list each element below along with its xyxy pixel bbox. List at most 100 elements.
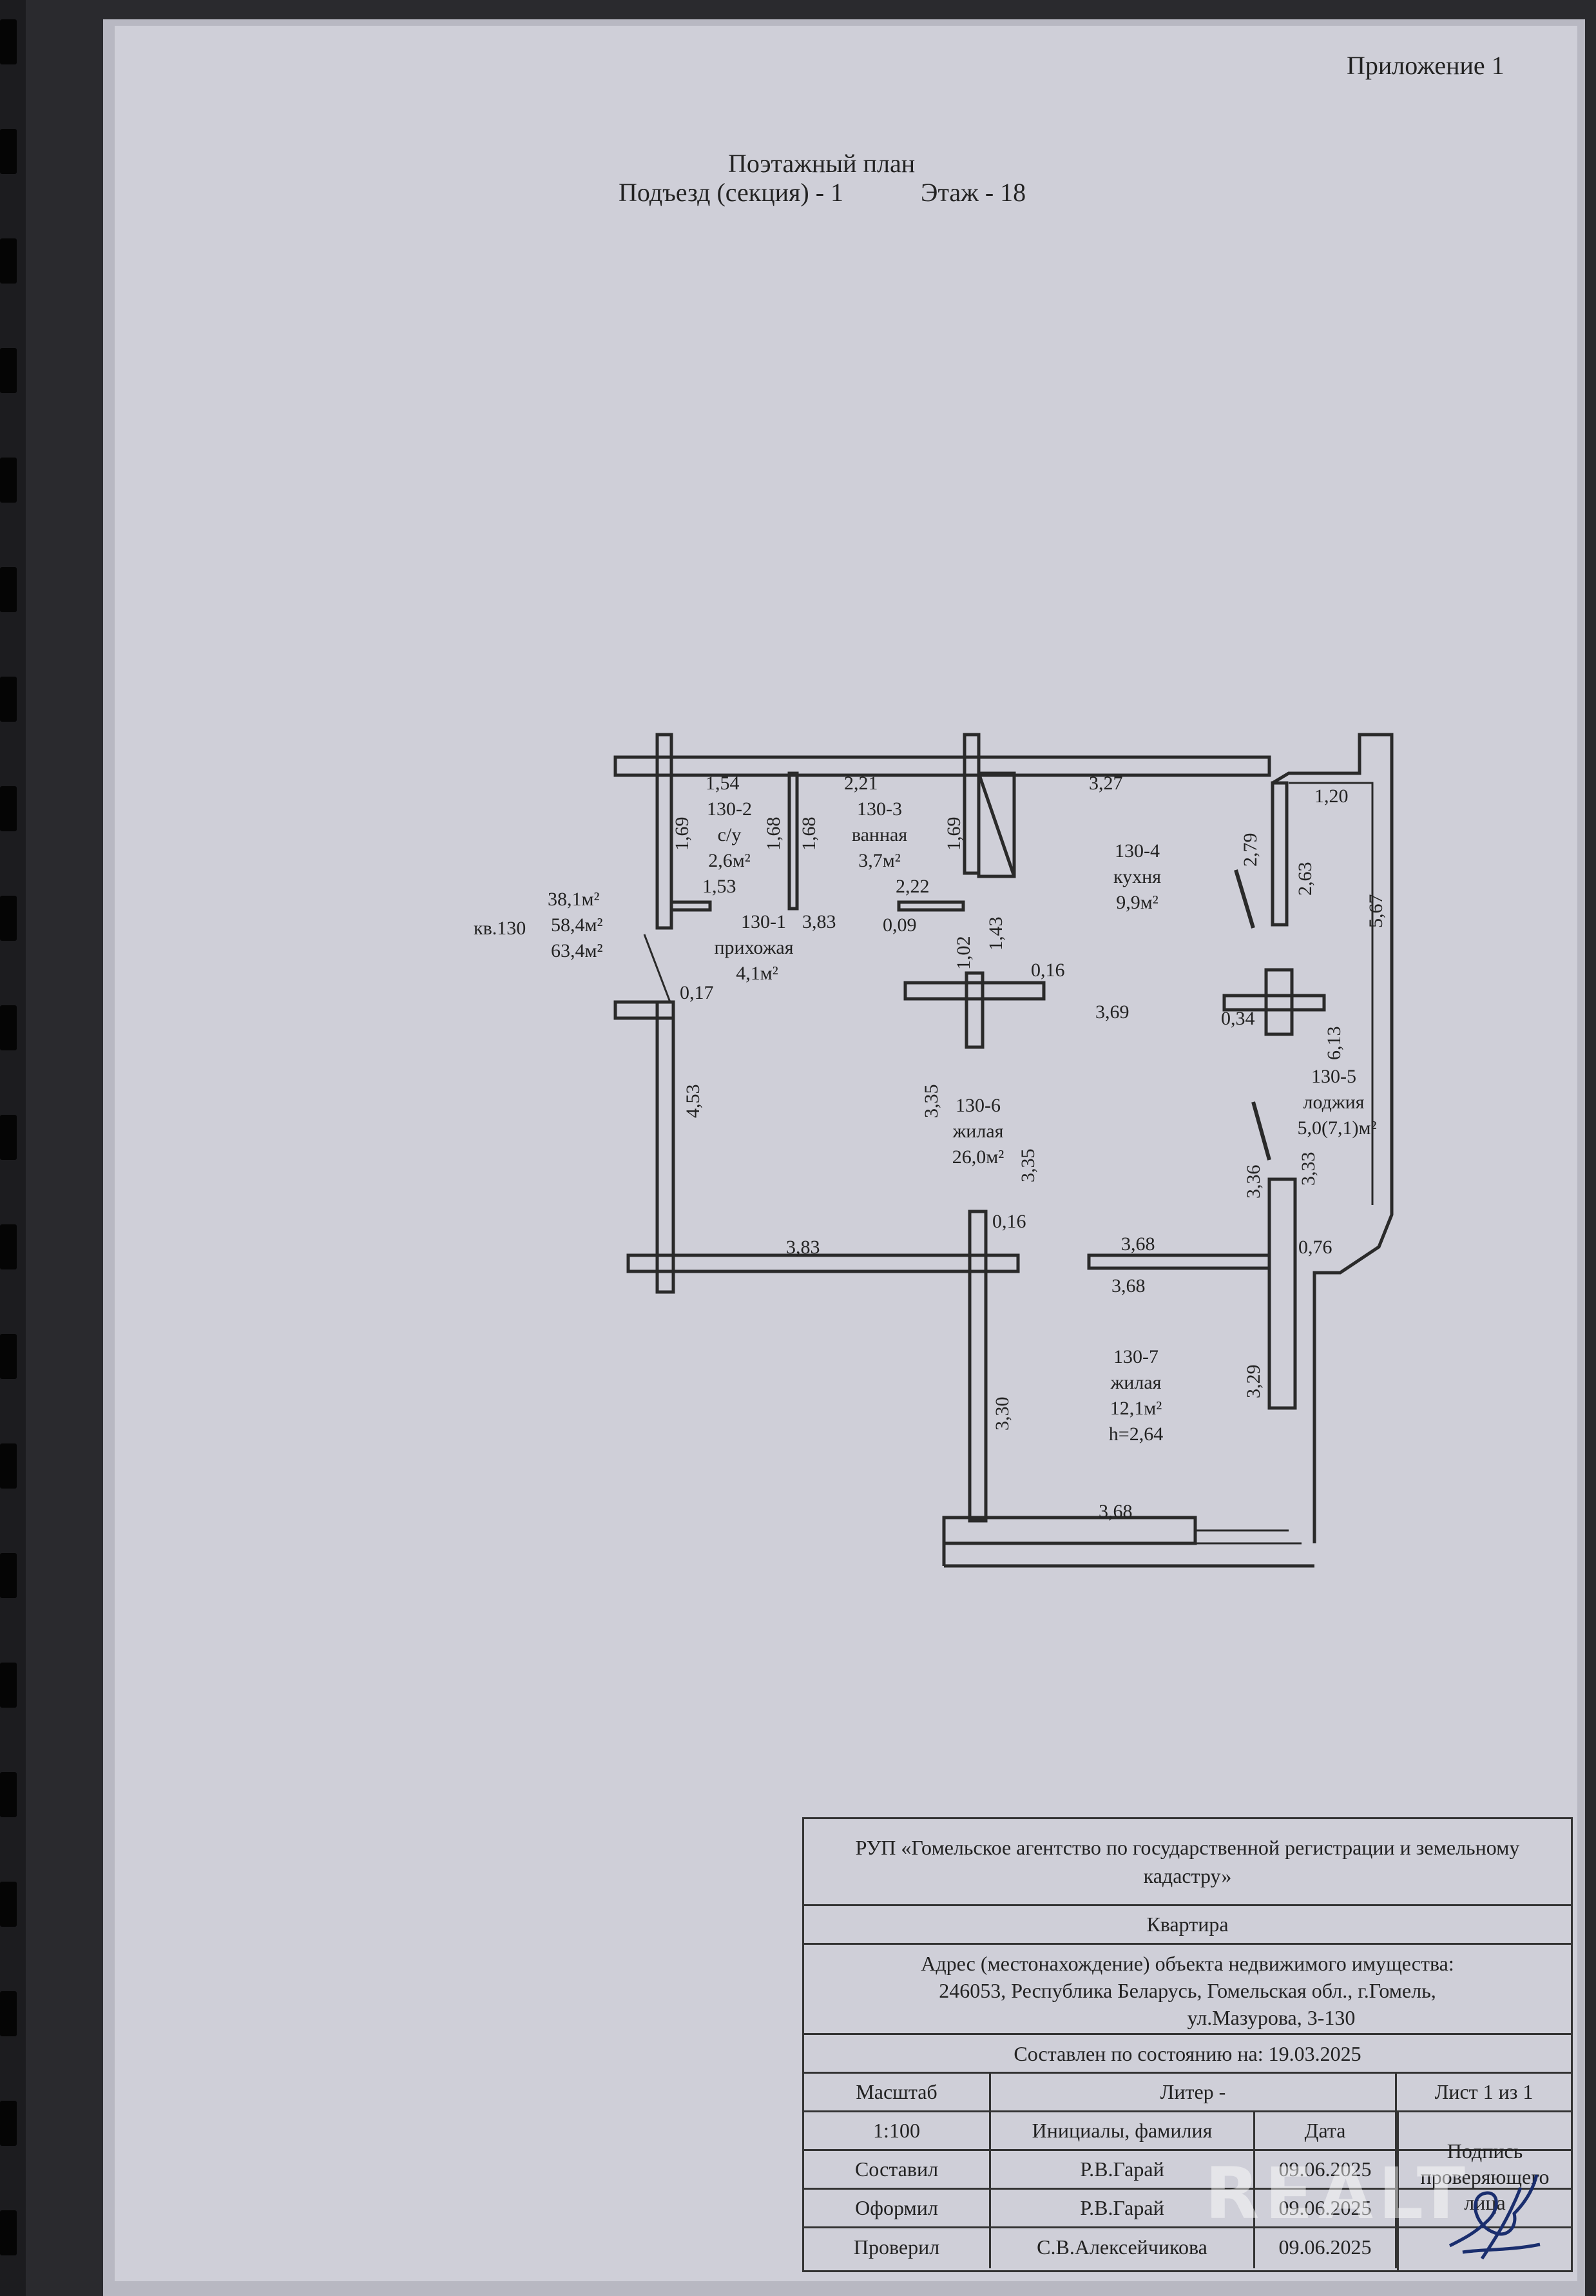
- room7-top-wall: [1087, 1253, 1271, 1270]
- room-3-area: 3,7м²: [858, 850, 900, 871]
- binder-ring: [0, 1991, 17, 2036]
- apartment-area-total: 58,4м²: [551, 914, 602, 936]
- wc-partition: [787, 771, 799, 911]
- dim-1-68-a: 1,68: [763, 817, 784, 851]
- dim-3-83-b: 3,83: [786, 1237, 820, 1258]
- apartment-label: кв.130: [474, 918, 526, 939]
- state-row: Составлен по состоянию на: 19.03.2025: [804, 2035, 1571, 2074]
- signer-row: Оформил Р.В.Гарай 09.06.2025: [804, 2190, 1571, 2228]
- dim-0-34: 0,34: [1221, 1008, 1255, 1029]
- binder-ring: [0, 677, 17, 722]
- room-7-height: h=2,64: [1109, 1423, 1163, 1445]
- loggia-outline: [1271, 733, 1394, 1543]
- dim-2-63: 2,63: [1294, 862, 1316, 896]
- binder-ring: [0, 1882, 17, 1927]
- dim-3-33: 3,33: [1298, 1152, 1319, 1186]
- signature-cell: Подпись проверяющего лица: [1397, 2112, 1571, 2270]
- scale-label: Масштаб: [804, 2074, 991, 2110]
- binder-ring: [0, 348, 17, 393]
- dim-1-68-b: 1,68: [798, 817, 820, 851]
- left-wall-lower: [655, 1000, 675, 1294]
- dim-1-43: 1,43: [985, 917, 1006, 951]
- entrance-label: Подъезд (секция) - 1: [619, 178, 844, 207]
- address-row: Адрес (местонахождение) объекта недвижим…: [804, 1945, 1571, 2035]
- scale-value: 1:100: [804, 2112, 991, 2149]
- dim-2-21: 2,21: [844, 773, 878, 794]
- dim-3-68-b: 3,68: [1111, 1275, 1146, 1297]
- room-2-id: 130-2: [707, 798, 752, 820]
- room-4-id: 130-4: [1115, 840, 1160, 862]
- dim-3-68-a: 3,68: [1121, 1233, 1155, 1255]
- dim-0-17: 0,17: [680, 982, 714, 1003]
- signer-name: Р.В.Гарай: [991, 2151, 1255, 2188]
- central-column: [965, 971, 985, 1049]
- address-line-1: 246053, Республика Беларусь, Гомельская …: [939, 1979, 1436, 2002]
- organization-name: РУП «Гомельское агентство по государстве…: [855, 1836, 1520, 1887]
- dim-0-16-a: 0,16: [1031, 960, 1065, 981]
- title-block: РУП «Гомельское агентство по государстве…: [802, 1817, 1573, 2272]
- initials-header: Инициалы, фамилия: [991, 2112, 1255, 2149]
- room-1-area: 4,1м²: [736, 963, 778, 984]
- object-type: Квартира: [1146, 1913, 1229, 1936]
- dim-2-79: 2,79: [1240, 833, 1261, 867]
- dim-3-30: 3,30: [992, 1397, 1013, 1431]
- dim-3-29: 3,29: [1243, 1365, 1264, 1399]
- dim-3-69: 3,69: [1095, 1001, 1130, 1023]
- room-2-name: с/у: [718, 824, 742, 845]
- bath-wall: [897, 900, 965, 912]
- signature-mark: [1448, 2174, 1541, 2260]
- binder-ring: [0, 1553, 17, 1598]
- dim-0-09: 0,09: [883, 914, 917, 936]
- signer-name: Р.В.Гарай: [991, 2190, 1255, 2226]
- dim-4-53: 4,53: [682, 1085, 704, 1119]
- room-7-id: 130-7: [1113, 1346, 1159, 1367]
- top-wall: [613, 755, 1271, 777]
- dim-0-16-b: 0,16: [992, 1211, 1026, 1232]
- scale-row: Масштаб Литер - Лист 1 из 1: [804, 2074, 1571, 2112]
- signer-role: Составил: [804, 2151, 991, 2188]
- signer-row: Проверил С.В.Алексейчикова 09.06.2025: [804, 2228, 1571, 2268]
- room-6-id: 130-6: [956, 1095, 1001, 1116]
- binder-ring: [0, 1005, 17, 1050]
- binder-ring: [0, 1224, 17, 1269]
- appendix-label: Приложение 1: [1347, 51, 1505, 80]
- room-4-name: кухня: [1113, 866, 1161, 887]
- binder-ring: [0, 1115, 17, 1160]
- room-4-area: 9,9м²: [1116, 892, 1158, 913]
- address-line-2: ул.Мазурова, 3-130: [1187, 2006, 1356, 2029]
- dim-5-67: 5,67: [1365, 894, 1387, 929]
- apartment-area-living: 38,1м²: [548, 889, 599, 910]
- living-bottom-wall: [626, 1253, 1020, 1273]
- binder-ring: [0, 1772, 17, 1817]
- room-7-name: жилая: [1110, 1372, 1162, 1393]
- kitchen-right-wall-upper: [1271, 781, 1289, 927]
- organization-row: РУП «Гомельское агентство по государстве…: [804, 1819, 1571, 1906]
- binder-ring: [0, 458, 17, 503]
- binder-ring: [0, 1663, 17, 1708]
- ventilation-shaft: [977, 771, 1016, 878]
- room-5-id: 130-5: [1311, 1066, 1356, 1087]
- room-6-name: жилая: [952, 1121, 1004, 1142]
- signer-role: Оформил: [804, 2190, 991, 2226]
- state-as-of: Составлен по состоянию на: 19.03.2025: [1014, 2042, 1361, 2065]
- bath-right-wall: [963, 733, 981, 875]
- dim-3-83-a: 3,83: [802, 911, 836, 932]
- signature-label: Подпись проверяющего лица: [1420, 2139, 1550, 2214]
- room-5-name: лоджия: [1303, 1092, 1365, 1113]
- dim-1-02: 1,02: [953, 936, 974, 970]
- liter-label: Литер -: [991, 2074, 1397, 2110]
- binder-ring: [0, 19, 17, 64]
- signer-date: 09.06.2025: [1255, 2228, 1397, 2268]
- dim-0-76: 0,76: [1298, 1237, 1332, 1258]
- binder-ring: [0, 129, 17, 174]
- binder-ring: [0, 1334, 17, 1379]
- binder-ring: [0, 2210, 17, 2255]
- object-row: Квартира: [804, 1906, 1571, 1945]
- page-title: Поэтажный план: [728, 149, 916, 178]
- apartment-area-with-loggia: 63,4м²: [551, 940, 602, 961]
- binder-ring: [0, 238, 17, 284]
- date-header: Дата: [1255, 2112, 1397, 2149]
- sheet-label: Лист 1 из 1: [1434, 2080, 1534, 2103]
- room-1-name: прихожая: [714, 937, 793, 958]
